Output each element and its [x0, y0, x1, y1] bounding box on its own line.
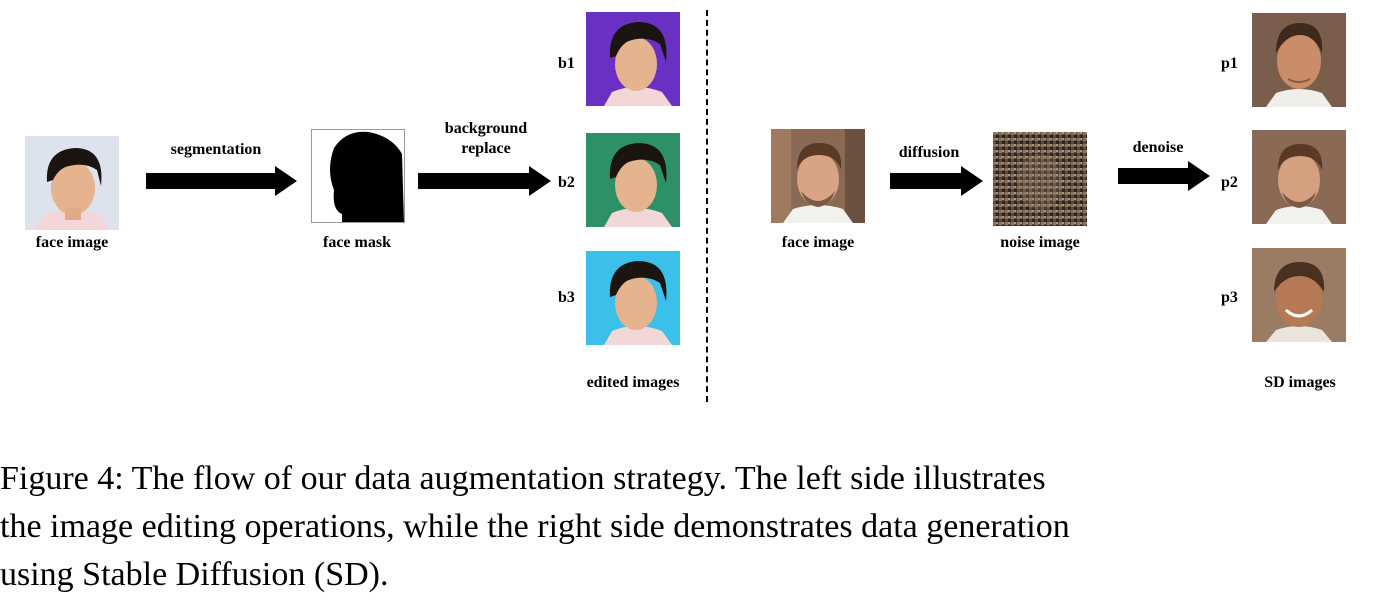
- face-mask-label: face mask: [323, 234, 391, 251]
- denoise-label: denoise: [1132, 139, 1184, 156]
- segmentation-label: segmentation: [170, 141, 262, 158]
- face-image-label: face image: [35, 234, 109, 251]
- right-face-image: [771, 129, 865, 223]
- edited-images-label: edited images: [586, 374, 680, 391]
- background-replace-arrow: [418, 166, 551, 196]
- background-replace-label: background replace: [444, 120, 528, 157]
- edited-tag-b3: b3: [558, 289, 575, 306]
- diffusion-arrow: [890, 166, 983, 196]
- noise-image: [993, 132, 1087, 226]
- face-mask-image: [311, 129, 405, 223]
- sd-image-p2: [1252, 130, 1346, 224]
- input-face-image: [25, 136, 119, 230]
- section-divider: [706, 10, 708, 402]
- sd-images-label: SD images: [1264, 374, 1336, 391]
- asian-face-illustration: [25, 136, 119, 230]
- edited-image-b2: [586, 133, 680, 227]
- sd-image-p1: [1252, 13, 1346, 107]
- sd-tag-p1: p1: [1221, 55, 1238, 72]
- mask-silhouette: [312, 130, 404, 222]
- segmentation-arrow: [146, 166, 297, 196]
- edited-image-b1: [586, 12, 680, 106]
- man-face-illustration: [771, 129, 865, 223]
- sd-image-p3: [1252, 248, 1346, 342]
- noisy-face-illustration: [993, 132, 1087, 226]
- edited-tag-b1: b1: [558, 55, 575, 72]
- edited-image-b3: [586, 251, 680, 345]
- diffusion-label: diffusion: [898, 144, 960, 161]
- right-face-image-label: face image: [781, 234, 855, 251]
- denoise-arrow: [1118, 161, 1210, 191]
- noise-image-label: noise image: [1000, 234, 1080, 251]
- figure-caption: Figure 4: The flow of our data augmentat…: [0, 460, 1070, 593]
- sd-tag-p2: p2: [1221, 174, 1238, 191]
- edited-tag-b2: b2: [558, 174, 575, 191]
- sd-tag-p3: p3: [1221, 289, 1238, 306]
